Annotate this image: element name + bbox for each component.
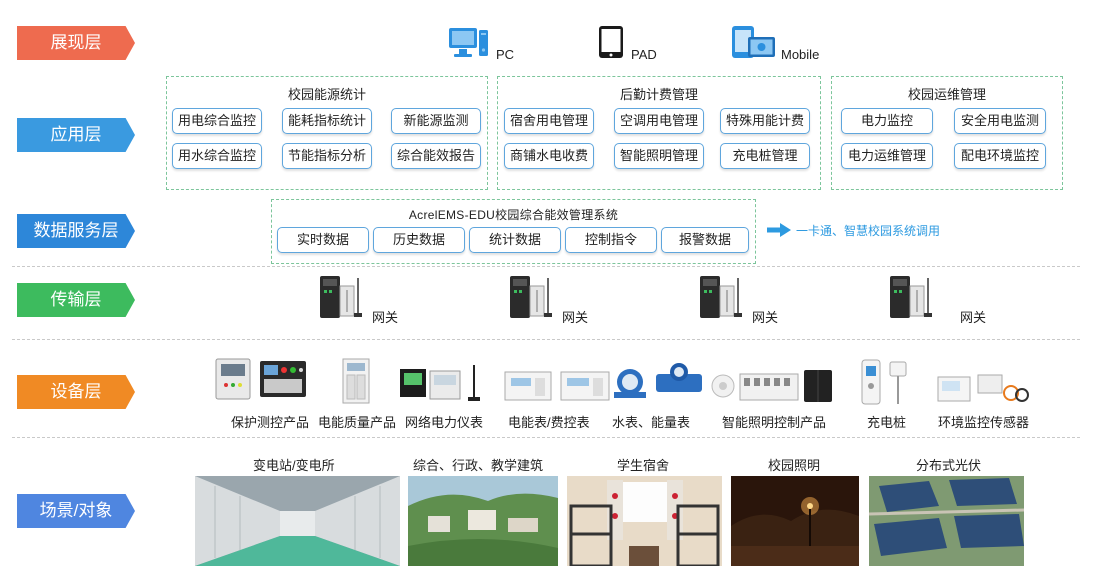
group-title: 后勤计费管理 xyxy=(619,87,698,102)
data-service-title: AcrelEMS-EDU校园综合能效管理系统 xyxy=(408,208,619,222)
app-button[interactable]: 充电桩管理 xyxy=(720,143,810,169)
device-label: 保护测控产品 xyxy=(231,415,310,430)
layer-presentation: 展现层 xyxy=(17,26,135,60)
layer-data-service: 数据服务层 xyxy=(17,214,135,248)
gateway-label: 网关 xyxy=(372,310,399,325)
water-meter-image xyxy=(614,363,702,398)
device-label: 充电桩 xyxy=(867,415,907,430)
gateway-label: 网关 xyxy=(562,310,589,325)
app-button[interactable]: 空调用电管理 xyxy=(614,108,704,134)
layer-scenario: 场景/对象 xyxy=(17,494,135,528)
divider xyxy=(12,339,1080,340)
app-button[interactable]: 安全用电监测 xyxy=(954,108,1046,134)
data-button[interactable]: 统计数据 xyxy=(469,227,561,253)
campus-buildings-photo xyxy=(408,476,558,566)
group-title: 校园能源统计 xyxy=(287,87,366,102)
integration-note: 一卡通、智慧校园系统调用 xyxy=(796,224,941,238)
scenario-label: 变电站/变电所 xyxy=(253,458,335,473)
mobile-icon xyxy=(732,26,775,58)
gateway-icon xyxy=(510,276,552,318)
layer-device: 设备层 xyxy=(17,375,135,409)
protection-relay-image xyxy=(215,358,306,400)
layer-transport: 传输层 xyxy=(17,283,135,317)
device-label: 电能质量产品 xyxy=(318,415,397,430)
gateway-label: 网关 xyxy=(752,310,779,325)
divider xyxy=(12,437,1080,438)
app-button[interactable]: 智能照明管理 xyxy=(614,143,704,169)
app-button[interactable]: 宿舍用电管理 xyxy=(504,108,594,134)
scenario-label: 综合、行政、教学建筑 xyxy=(413,458,544,473)
gateway-label: 网关 xyxy=(960,310,987,325)
environment-sensor-image xyxy=(937,374,1029,402)
substation-photo xyxy=(195,476,400,566)
charging-pile-image xyxy=(861,359,907,405)
app-button[interactable]: 综合能效报告 xyxy=(391,143,481,169)
app-button[interactable]: 电力运维管理 xyxy=(841,143,933,169)
energy-meter-image xyxy=(504,371,610,401)
pad-label: PAD xyxy=(631,47,657,62)
layer-application: 应用层 xyxy=(17,118,135,152)
scenario-label: 学生宿舍 xyxy=(617,458,670,473)
data-button[interactable]: 实时数据 xyxy=(277,227,369,253)
app-button[interactable]: 配电环境监控 xyxy=(954,143,1046,169)
device-label: 水表、能量表 xyxy=(612,415,691,430)
group-logistics-billing: 后勤计费管理 宿舍用电管理 空调用电管理 特殊用能计费 商铺水电收费 智能照明管… xyxy=(497,76,821,190)
group-campus-operations: 校园运维管理 电力监控 安全用电监测 电力运维管理 配电环境监控 xyxy=(831,76,1063,190)
tablet-icon xyxy=(599,26,623,58)
arrow-right-icon xyxy=(767,223,791,237)
device-label: 智能照明控制产品 xyxy=(722,415,827,430)
data-button[interactable]: 历史数据 xyxy=(373,227,465,253)
app-button[interactable]: 能耗指标统计 xyxy=(282,108,372,134)
device-label: 网络电力仪表 xyxy=(405,415,484,430)
gateway-icon xyxy=(320,276,362,318)
mobile-label: Mobile xyxy=(781,47,820,62)
pc-label: PC xyxy=(496,47,515,62)
lighting-control-image xyxy=(711,370,832,402)
app-button[interactable]: 商铺水电收费 xyxy=(504,143,594,169)
app-button[interactable]: 特殊用能计费 xyxy=(720,108,810,134)
gateway-icon xyxy=(890,276,932,318)
device-label: 环境监控传感器 xyxy=(938,415,1030,430)
solar-pv-photo xyxy=(869,476,1024,566)
divider xyxy=(12,266,1080,267)
device-label: 电能表/费控表 xyxy=(508,415,590,430)
gateway-icon xyxy=(700,276,742,318)
group-energy-stats: 校园能源统计 用电综合监控 能耗指标统计 新能源监测 用水综合监控 节能指标分析… xyxy=(166,76,488,190)
desktop-icon xyxy=(449,28,488,57)
power-meter-image xyxy=(400,365,480,401)
app-button[interactable]: 电力监控 xyxy=(841,108,933,134)
data-button[interactable]: 报警数据 xyxy=(661,227,749,253)
app-button[interactable]: 新能源监测 xyxy=(391,108,481,134)
power-quality-image xyxy=(342,358,370,404)
app-button[interactable]: 用电综合监控 xyxy=(172,108,262,134)
data-service-box: AcrelEMS-EDU校园综合能效管理系统 实时数据 历史数据 统计数据 控制… xyxy=(271,199,756,264)
scenario-label: 分布式光伏 xyxy=(916,458,982,473)
campus-lighting-photo xyxy=(731,476,859,566)
group-title: 校园运维管理 xyxy=(907,87,986,102)
app-button[interactable]: 节能指标分析 xyxy=(282,143,372,169)
dormitory-photo xyxy=(567,476,722,566)
data-button[interactable]: 控制指令 xyxy=(565,227,657,253)
app-button[interactable]: 用水综合监控 xyxy=(172,143,262,169)
scenario-label: 校园照明 xyxy=(768,458,821,473)
